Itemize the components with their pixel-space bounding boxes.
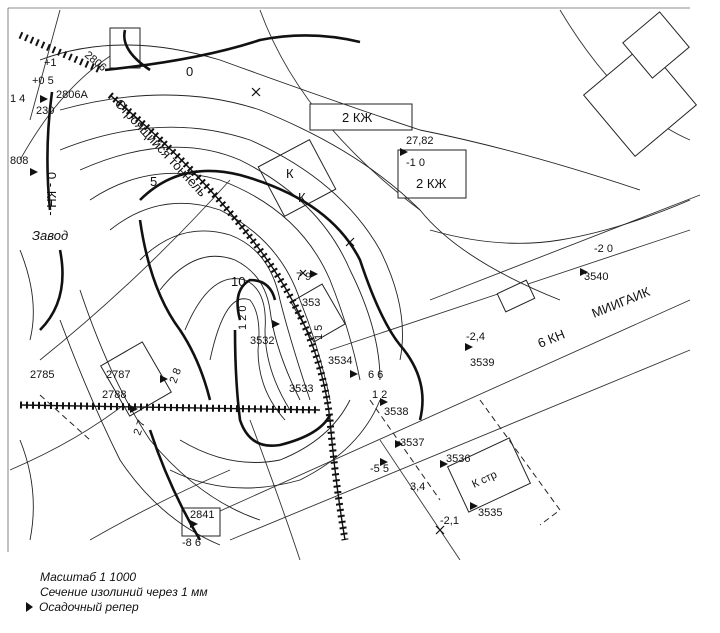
value-2-8: 2 8	[168, 367, 185, 385]
value-minus-8-6: -8 6	[182, 537, 201, 549]
legend-interval: Сечение изолиний через 1 мм	[40, 585, 208, 599]
bold-contours	[39, 29, 424, 541]
building-label-k-top: К	[286, 166, 294, 181]
building-label-k-bottom: К	[298, 190, 306, 205]
zone-label-six-kn: 6 КН	[536, 326, 567, 350]
dashed-boundaries	[39, 394, 561, 526]
benchmark-icon	[26, 602, 33, 612]
point-230: 230	[36, 105, 54, 117]
value-minus-5-5: -5 5	[370, 463, 389, 475]
tunnel	[18, 31, 349, 541]
point-2806: 2806	[82, 49, 108, 74]
thin-contours	[19, 44, 691, 546]
value-minus-2-1: -2,1	[440, 515, 459, 527]
contour-label-minus-1-0: -1 0	[406, 157, 425, 169]
value-7-9: 7 9	[296, 271, 311, 283]
zone-label-zero-kn: 0 - КН -	[44, 172, 59, 216]
point-3533: 3533	[289, 383, 313, 395]
zone-label-miigaik: МИИГАИК	[590, 284, 653, 321]
value-3-4: 3,4	[410, 481, 425, 493]
contour-label-0: 0	[186, 64, 193, 79]
value-6-6: 6 6	[368, 369, 383, 381]
subsidence-map: Строящийся тоннель Завод 0 - КН - 6 КН М…	[7, 7, 701, 560]
value-plus-0-5: +0 5	[32, 75, 54, 87]
point-3535: 3535	[478, 507, 502, 519]
point-3537: 3537	[400, 437, 424, 449]
map-legend: Масштаб 1 1000 Сечение изолиний через 1 …	[26, 570, 440, 615]
legend-scale: Масштаб 1 1000	[40, 570, 137, 584]
point-2788: 2788	[102, 389, 126, 401]
value-1-4: 1 4	[10, 93, 25, 105]
point-3532: 3532	[250, 335, 274, 347]
value-1-2-0: 1 2 0	[237, 306, 249, 330]
map-frame	[7, 7, 690, 552]
value-minus-2-4: -2,4	[466, 331, 485, 343]
value-27-82: 27,82	[406, 135, 434, 147]
point-2787: 2787	[106, 369, 130, 381]
point-2806a: 2806A	[56, 89, 88, 101]
contour-label-10: 10	[231, 274, 245, 289]
legend-benchmark: Осадочный репер	[39, 600, 139, 614]
point-3539: 3539	[470, 357, 494, 369]
value-1-5: 1 5	[313, 325, 325, 340]
point-353: 353	[302, 297, 320, 309]
crosses	[251, 87, 445, 535]
building-label-2kzh-right: 2 КЖ	[416, 176, 446, 191]
point-2841: 2841	[190, 509, 214, 521]
buildings	[100, 11, 698, 537]
point-3536: 3536	[446, 453, 470, 465]
bench-marks	[30, 95, 588, 528]
point-3534: 3534	[328, 355, 352, 367]
point-2785: 2785	[30, 369, 54, 381]
value-1-2: 1 2	[372, 389, 387, 401]
point-3540: 3540	[584, 271, 608, 283]
value-2-7: 2 7	[132, 419, 149, 437]
point-3538: 3538	[384, 406, 408, 418]
street-lines	[9, 9, 701, 560]
legend-benchmark-row: Осадочный репер	[26, 600, 440, 615]
building-label-2kzh-top: 2 КЖ	[342, 110, 372, 125]
value-plus-1: +1	[44, 57, 57, 69]
contour-label-5: 5	[150, 174, 157, 189]
contour-label-minus-2-0: -2 0	[594, 243, 613, 255]
point-808: 808	[10, 155, 28, 167]
zone-label-zavod: Завод	[32, 228, 68, 243]
